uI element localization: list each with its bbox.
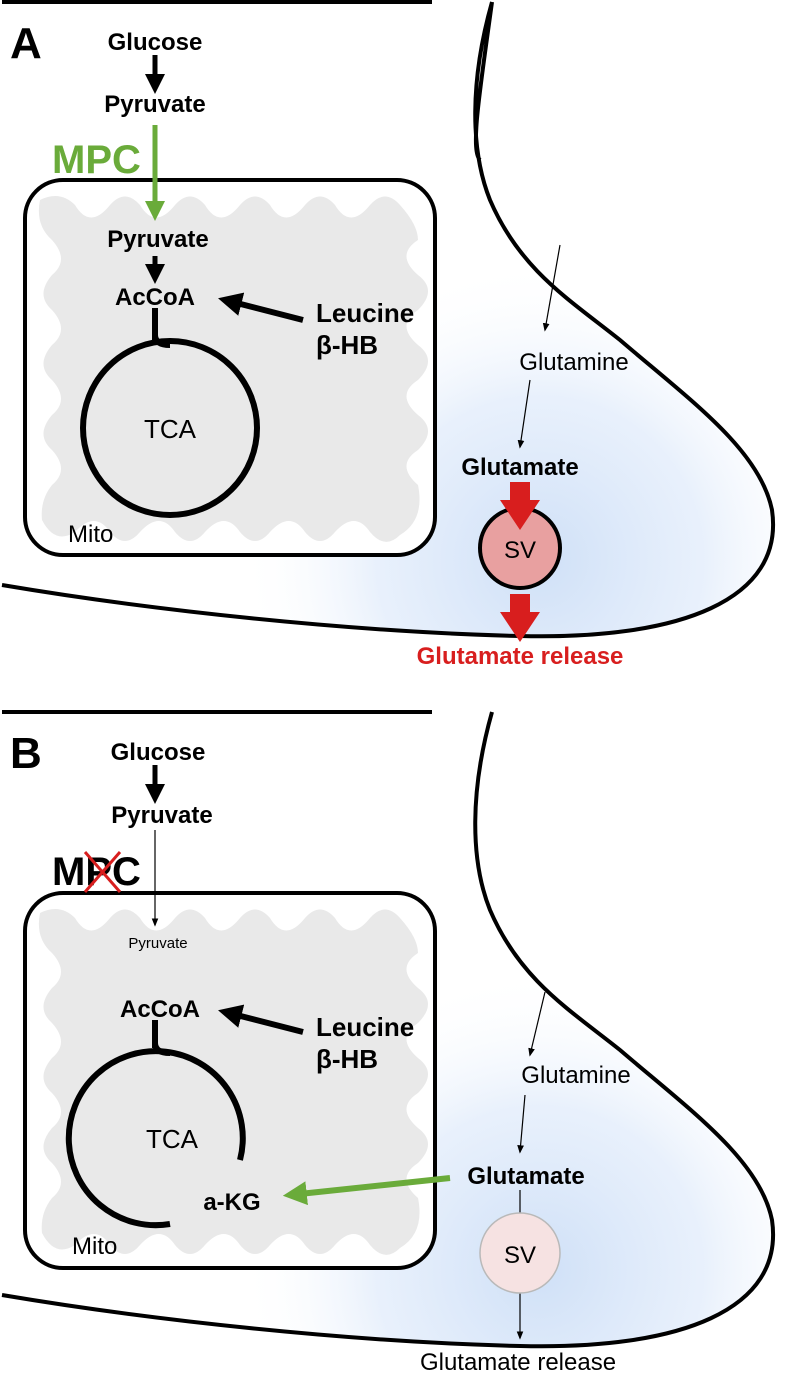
panel-label-a: A bbox=[10, 19, 42, 68]
mito-label-a: Mito bbox=[68, 521, 113, 548]
bhb-label-b: β-HB bbox=[316, 1044, 378, 1074]
panel-b: B Glucose Pyruvate MPC Pyruvate AcCoA Le… bbox=[1, 710, 776, 1376]
arrow-glutamine-glutamate-a bbox=[517, 379, 531, 449]
glucose-label-b: Glucose bbox=[111, 739, 206, 766]
arrow-leucine-accoa-a bbox=[218, 292, 304, 323]
synaptic-vesicle-b bbox=[479, 1212, 561, 1294]
release-label-b: Glutamate release bbox=[420, 1349, 616, 1376]
tca-label-b: TCA bbox=[146, 1124, 199, 1154]
mpc-label-a: MPC bbox=[52, 138, 141, 182]
sv-label-b: SV bbox=[504, 1242, 536, 1269]
bhb-label-a: β-HB bbox=[316, 330, 378, 360]
sv-label-a: SV bbox=[504, 537, 536, 564]
panel-a: A Glucose Pyruvate MPC Pyruvate AcCoA Le… bbox=[1, 0, 776, 670]
panel-label-b: B bbox=[10, 729, 42, 778]
mito-label-b: Mito bbox=[72, 1233, 117, 1260]
leucine-label-b: Leucine bbox=[316, 1012, 414, 1042]
terminal-membrane-a bbox=[1, 0, 776, 639]
pyruvate-cyto-label-b: Pyruvate bbox=[111, 802, 212, 829]
arrow-into-glutamine-a bbox=[542, 244, 561, 332]
red-x-mark-icon bbox=[83, 851, 122, 893]
accoa-label-a: AcCoA bbox=[115, 284, 195, 311]
release-label-a: Glutamate release bbox=[417, 643, 624, 670]
glutamine-label-a: Glutamine bbox=[519, 349, 628, 376]
terminal-membrane-b bbox=[1, 710, 776, 1349]
leucine-label-a: Leucine bbox=[316, 298, 414, 328]
arrow-glutamine-glutamate-b bbox=[517, 1094, 526, 1154]
pyruvate-cyto-label-a: Pyruvate bbox=[104, 91, 205, 118]
arrow-leucine-accoa-b bbox=[218, 1004, 304, 1035]
tca-cycle-a bbox=[80, 338, 260, 518]
glutamate-label-b: Glutamate bbox=[467, 1163, 584, 1190]
red-arrow-glutamate-sv-a bbox=[500, 482, 540, 530]
tca-cycle-b bbox=[65, 1048, 246, 1229]
pyruvate-mito-label-a: Pyruvate bbox=[107, 226, 208, 253]
glutamine-label-b: Glutamine bbox=[521, 1062, 630, 1089]
accoa-label-b: AcCoA bbox=[120, 996, 200, 1023]
arrow-into-glutamine-b bbox=[528, 991, 546, 1057]
red-arrow-release-a bbox=[500, 594, 540, 642]
arrow-glutamate-akg-b bbox=[282, 1175, 451, 1206]
glutamate-label-a: Glutamate bbox=[461, 454, 578, 481]
glucose-label-a: Glucose bbox=[108, 29, 203, 56]
mpc-label-b: MPC bbox=[52, 850, 141, 894]
mito-cristae-b bbox=[38, 909, 428, 1255]
akg-label-b: a-KG bbox=[203, 1189, 260, 1216]
pyruvate-mito-label-b: Pyruvate bbox=[128, 935, 187, 952]
tca-label-a: TCA bbox=[144, 414, 197, 444]
